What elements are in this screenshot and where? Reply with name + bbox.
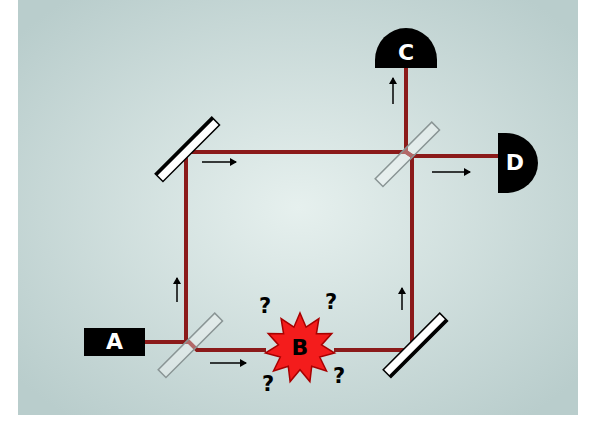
beam-splitter <box>375 122 439 186</box>
light-source <box>84 328 145 356</box>
bomb-burst <box>265 313 334 382</box>
beam-line <box>334 156 498 350</box>
detector <box>498 133 538 193</box>
detector-node: D <box>498 133 538 193</box>
node-letter: B <box>292 337 309 359</box>
node-letter: C <box>398 42 414 64</box>
panel <box>18 0 578 415</box>
node-letter: D <box>506 152 524 174</box>
bomb-node: B <box>265 313 335 383</box>
beam-line <box>145 152 498 342</box>
mirror <box>383 313 447 377</box>
source-box: A <box>84 328 145 356</box>
question-mark: ? <box>262 374 274 395</box>
question-mark: ? <box>325 292 337 313</box>
light-beam <box>334 68 412 350</box>
direction-arrows <box>177 78 470 363</box>
question-mark: ? <box>259 296 271 317</box>
beam-splitter <box>158 313 222 377</box>
detector <box>375 28 437 68</box>
node-letter: A <box>106 331 123 353</box>
light-beam <box>145 152 498 342</box>
beam-line <box>334 68 412 350</box>
light-beam <box>334 156 498 350</box>
question-mark: ? <box>333 366 345 387</box>
mirror-back <box>155 117 214 176</box>
mirror-back <box>389 319 448 378</box>
detector-node: C <box>375 28 437 68</box>
mirror <box>155 117 219 181</box>
